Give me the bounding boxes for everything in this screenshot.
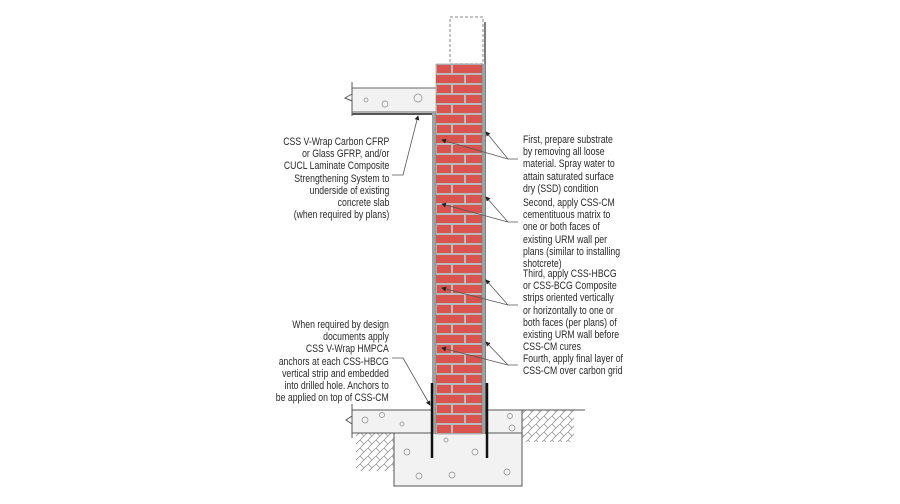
footing xyxy=(393,432,523,487)
floor-slab xyxy=(351,87,438,113)
slab-break-symbol-top xyxy=(343,82,353,116)
label-step-3: Third, apply CSS-HBCG or CSS-BCG Composi… xyxy=(523,268,620,354)
label-step-1: First, prepare substrate by removing all… xyxy=(523,134,615,195)
earth-right xyxy=(522,410,574,442)
label-frp-slab-underside: CSS V-Wrap Carbon CFRP or Glass GFRP, an… xyxy=(282,136,389,222)
frp-underside-layer xyxy=(352,113,435,120)
urm-brick-wall xyxy=(435,63,483,435)
label-hmpca-anchors: When required by design documents apply … xyxy=(276,319,389,405)
label-step-2: Second, apply CSS-CM cementituous matrix… xyxy=(523,197,621,271)
concrete-aggregate xyxy=(361,93,516,480)
label-step-4: Fourth, apply final layer of CSS-CM over… xyxy=(523,353,623,378)
slab-break-symbol xyxy=(345,404,353,438)
cementitious-layer-left xyxy=(432,112,436,434)
leader-lines xyxy=(392,115,518,406)
earth-left xyxy=(356,433,394,471)
cementitious-layer-right xyxy=(482,64,485,434)
wall-continuation-dashed xyxy=(449,16,484,65)
